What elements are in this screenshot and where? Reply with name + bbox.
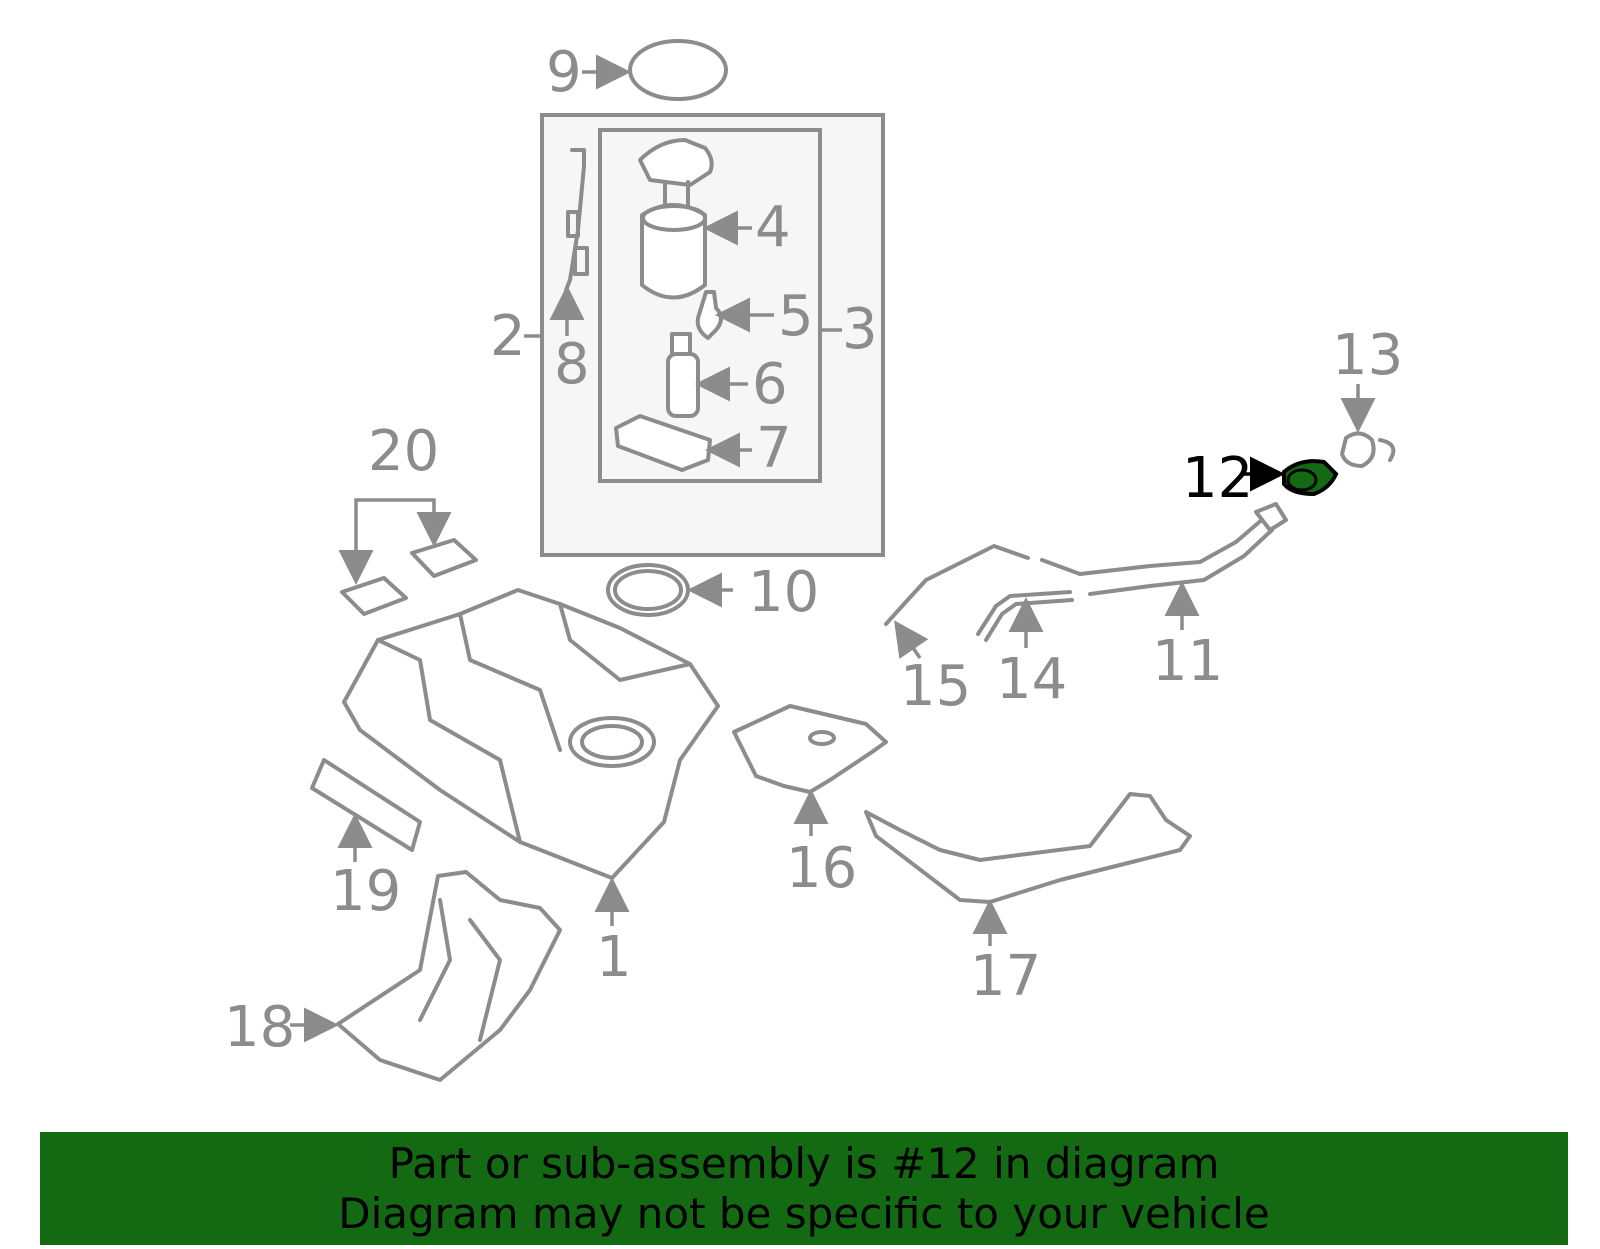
info-banner: Part or sub-assembly is #12 in diagram D… [40,1132,1568,1245]
callout-19: 19 [330,859,401,924]
callout-4: 4 [755,195,791,260]
part-13-fuel-cap[interactable] [1340,431,1396,468]
part-15-vent-hose[interactable] [884,544,1030,626]
part-10-lock-ring[interactable] [606,563,690,617]
part-18-heat-shield[interactable] [336,870,562,1082]
callout-12: 12 [1182,446,1253,511]
part-11-filler-pipe[interactable] [1040,502,1288,596]
callout-1: 1 [596,925,632,990]
banner-line-1: Part or sub-assembly is #12 in diagram [388,1138,1220,1188]
callout-2: 2 [490,304,526,369]
callout-8: 8 [554,332,590,397]
part-16-protector[interactable] [732,704,888,794]
callout-10: 10 [748,560,819,625]
part-17-under-cover[interactable] [864,792,1192,904]
callout-20: 20 [368,419,439,484]
callout-5: 5 [778,284,814,349]
callout-13: 13 [1332,323,1403,388]
callout-7: 7 [756,416,792,481]
callout-11: 11 [1152,629,1223,694]
callout-9: 9 [546,40,582,105]
callout-17: 17 [970,944,1041,1009]
part-20-insulator-pads[interactable] [340,538,478,616]
part-8-sender-unit[interactable] [564,148,589,292]
callout-16: 16 [786,836,857,901]
callout-6: 6 [752,352,788,417]
part-4-pump-module[interactable] [638,138,714,300]
part-12-filler-cap-gasket[interactable] [1282,459,1339,497]
callout-3: 3 [842,297,878,362]
callout-15: 15 [900,654,971,719]
banner-line-2: Diagram may not be specific to your vehi… [338,1188,1270,1238]
part-9-seal-ring[interactable] [628,39,728,101]
part-1-fuel-tank[interactable] [342,588,720,880]
callout-18: 18 [224,995,295,1060]
part-19-tank-insulator[interactable] [310,758,422,852]
callout-14: 14 [996,647,1067,712]
